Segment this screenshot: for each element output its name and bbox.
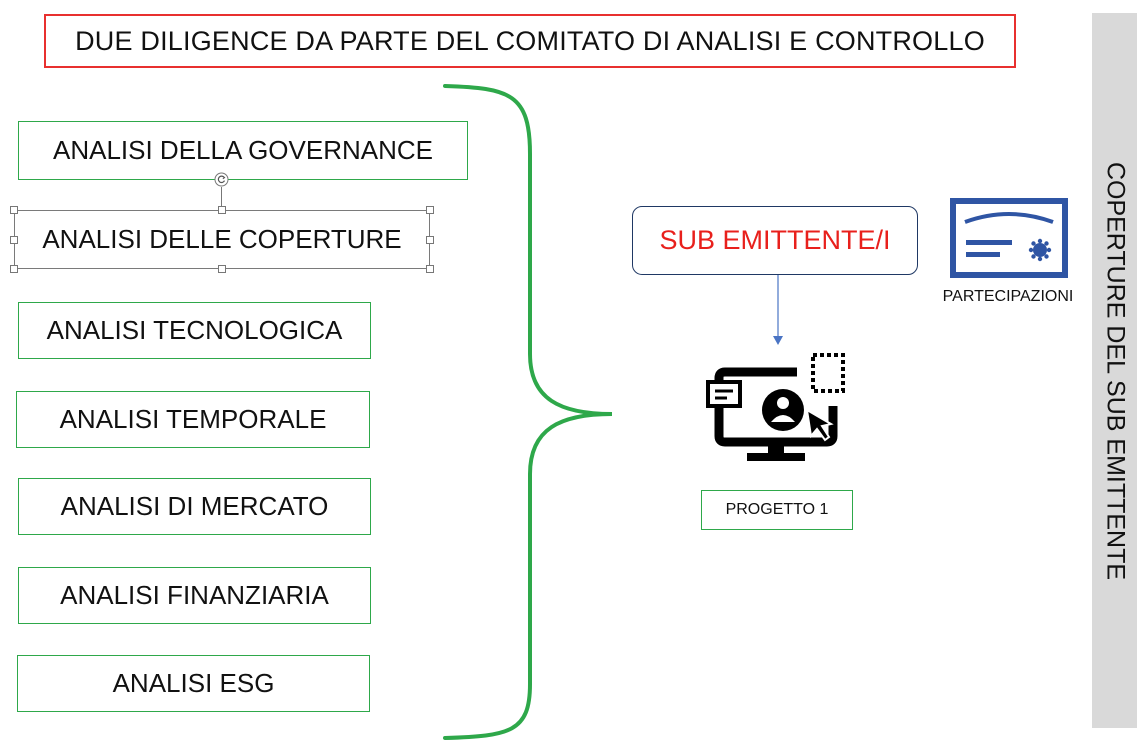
connector-arrow <box>773 275 783 345</box>
resize-handle-s[interactable] <box>218 265 226 273</box>
resize-handle-ne[interactable] <box>426 206 434 214</box>
analysis-tecnologica-box[interactable]: ANALISI TECNOLOGICA <box>18 302 371 359</box>
participations-label: PARTECIPAZIONI <box>942 288 1074 305</box>
rotate-handle-icon[interactable] <box>214 172 229 187</box>
monitor-user-icon <box>705 352 847 473</box>
curly-brace <box>443 84 613 740</box>
analysis-mercato-box[interactable]: ANALISI DI MERCATO <box>18 478 371 535</box>
side-panel-label: COPERTURE DEL SUB EMITTENTE <box>1101 161 1129 580</box>
resize-handle-nw[interactable] <box>10 206 18 214</box>
resize-handle-e[interactable] <box>426 236 434 244</box>
project-label-box: PROGETTO 1 <box>701 490 853 530</box>
analysis-governance-box[interactable]: ANALISI DELLA GOVERNANCE <box>18 121 468 180</box>
side-panel: COPERTURE DEL SUB EMITTENTE <box>1092 13 1137 728</box>
analysis-finanziaria-box[interactable]: ANALISI FINANZIARIA <box>18 567 371 624</box>
resize-handle-w[interactable] <box>10 236 18 244</box>
certificate-icon <box>950 198 1068 283</box>
analysis-coperture-box[interactable]: ANALISI DELLE COPERTURE <box>14 210 430 269</box>
analysis-temporale-box[interactable]: ANALISI TEMPORALE <box>16 391 370 448</box>
analysis-coperture-label: ANALISI DELLE COPERTURE <box>42 224 402 254</box>
rotate-handle-stem <box>221 187 222 206</box>
analysis-esg-box[interactable]: ANALISI ESG <box>17 655 370 712</box>
sub-issuer-box[interactable]: SUB EMITTENTE/I <box>632 206 918 275</box>
resize-handle-sw[interactable] <box>10 265 18 273</box>
page-title: DUE DILIGENCE DA PARTE DEL COMITATO DI A… <box>44 14 1016 68</box>
resize-handle-se[interactable] <box>426 265 434 273</box>
resize-handle-n[interactable] <box>218 206 226 214</box>
